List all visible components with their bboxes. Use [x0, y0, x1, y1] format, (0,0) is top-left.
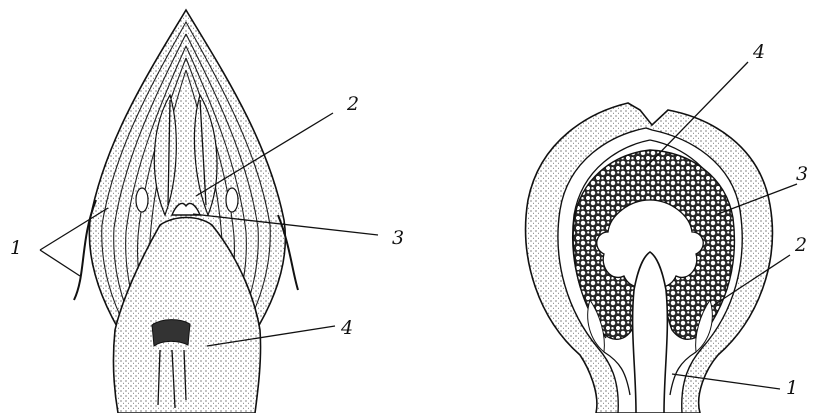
right-label-1: 1: [786, 377, 798, 399]
left-label-1: 1: [10, 237, 22, 259]
right-label-4: 4: [752, 41, 765, 63]
left-label-3: 3: [392, 227, 404, 249]
receptacle-axis: [633, 252, 668, 413]
left-label-4: 4: [340, 317, 353, 339]
right-bud-section: 1 2 3 4: [526, 41, 808, 413]
right-label-2: 2: [794, 234, 807, 256]
left-bud-section: 1 2 3 4: [10, 10, 404, 413]
right-label-3: 3: [796, 163, 808, 185]
left-label-2: 2: [346, 93, 359, 115]
